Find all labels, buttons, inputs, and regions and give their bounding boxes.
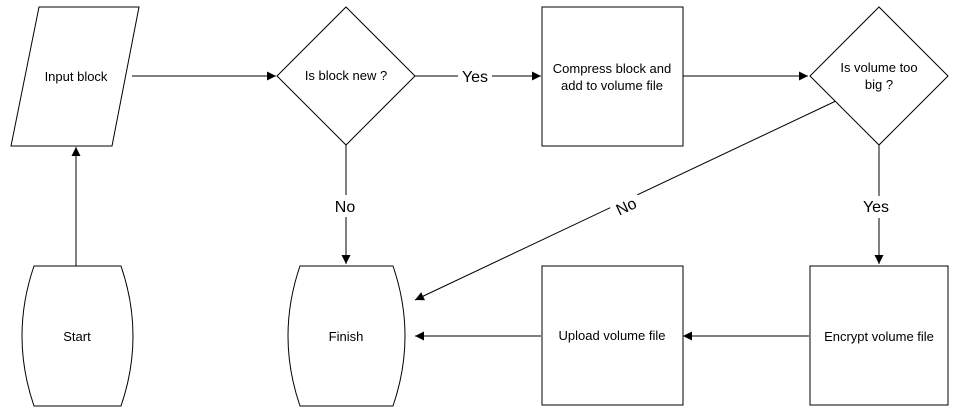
node-is-volume-too-big-label-line2: big ? <box>865 77 893 92</box>
edges <box>71 71 884 341</box>
node-compress-block-label-line2: add to volume file <box>561 78 663 93</box>
node-is-volume-too-big: Is volume too big ? <box>809 6 949 146</box>
node-input-block-label: Input block <box>45 69 108 84</box>
node-is-block-new: Is block new ? <box>276 6 416 146</box>
node-start-label: Start <box>63 329 91 344</box>
edge-label-new-yes: Yes <box>462 69 488 86</box>
node-finish: Finish <box>287 265 406 407</box>
node-compress-block: Compress block and add to volume file <box>541 6 684 147</box>
node-is-volume-too-big-label-line1: Is volume too <box>840 60 917 75</box>
node-start: Start <box>21 265 134 407</box>
node-finish-label: Finish <box>329 329 364 344</box>
node-encrypt-volume: Encrypt volume file <box>809 265 949 406</box>
node-is-block-new-label: Is block new ? <box>305 68 387 83</box>
edge-label-big-yes: Yes <box>863 199 889 216</box>
node-compress-block-label-line1: Compress block and <box>553 61 672 76</box>
node-upload-volume-label: Upload volume file <box>559 328 666 343</box>
node-encrypt-volume-label: Encrypt volume file <box>824 329 934 344</box>
edge-label-new-no: No <box>335 199 356 216</box>
node-upload-volume: Upload volume file <box>541 265 684 406</box>
node-input-block: Input block <box>10 6 140 147</box>
